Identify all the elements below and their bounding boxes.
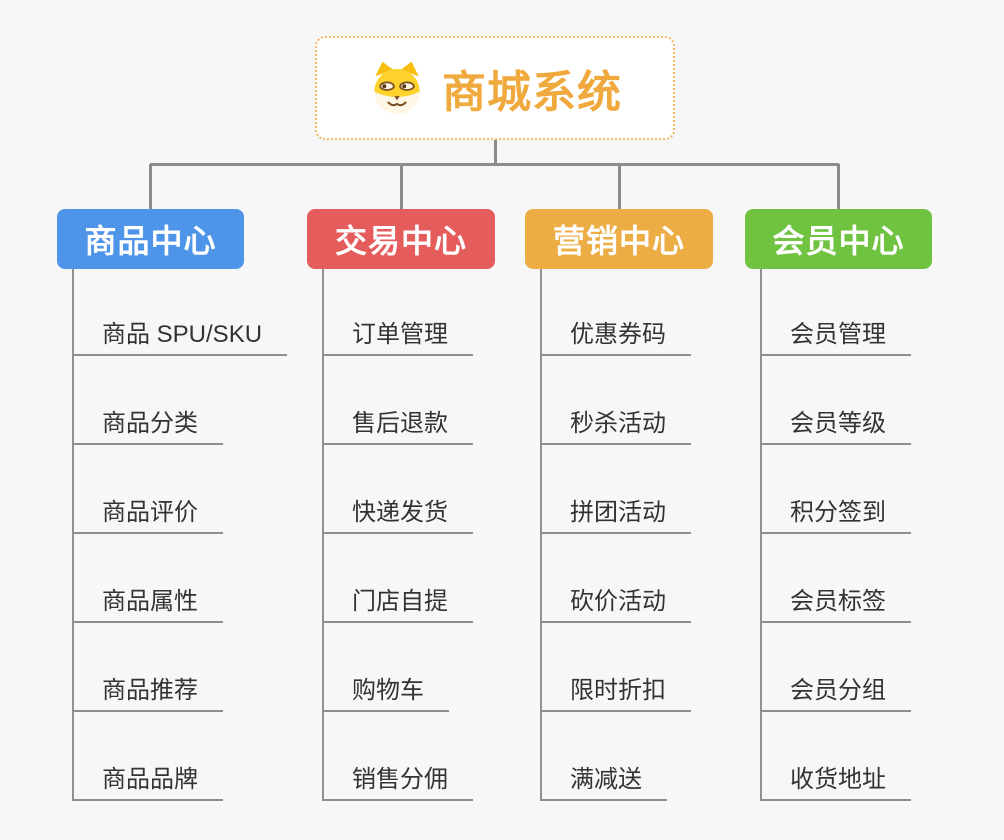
child-topic-label: 售后退款 [352, 410, 448, 437]
dog-face-icon [368, 59, 426, 117]
child-topic-label: 收货地址 [790, 766, 886, 793]
child-topic-label: 商品品牌 [102, 766, 198, 793]
child-topic-label: 会员管理 [790, 321, 886, 348]
child-topic-label: 订单管理 [352, 321, 448, 348]
child-topic[interactable]: 积分签到 [760, 488, 911, 534]
child-topic-label: 优惠券码 [570, 321, 666, 348]
child-topic[interactable]: 满减送 [540, 755, 667, 801]
connector-drop-product-center [149, 164, 152, 209]
child-topic[interactable]: 销售分佣 [322, 755, 473, 801]
branch-label: 商品中心 [84, 223, 217, 259]
child-topic[interactable]: 售后退款 [322, 399, 473, 445]
child-topic-label: 商品分类 [102, 410, 198, 437]
child-topic-label: 积分签到 [790, 499, 886, 526]
child-topic-label: 拼团活动 [570, 499, 666, 526]
child-topic-label: 商品 SPU/SKU [102, 321, 263, 348]
child-topic-label: 会员等级 [790, 410, 886, 437]
child-topic[interactable]: 商品属性 [72, 577, 223, 623]
child-topic-label: 砍价活动 [570, 588, 666, 615]
child-topic-label: 商品属性 [102, 588, 198, 615]
child-topic[interactable]: 订单管理 [322, 310, 473, 356]
connector-drop-marketing-center [617, 164, 621, 209]
branch-node-marketing-center[interactable]: 营销中心 [525, 209, 713, 269]
branch-node-trade-center[interactable]: 交易中心 [307, 209, 495, 269]
child-topic[interactable]: 砍价活动 [540, 577, 691, 623]
child-topic[interactable]: 收货地址 [760, 755, 911, 801]
child-topic-label: 会员分组 [790, 677, 886, 704]
child-topic[interactable]: 门店自提 [322, 577, 473, 623]
root-title: 商城系统 [442, 68, 622, 117]
child-topic[interactable]: 会员管理 [760, 310, 911, 356]
root-node[interactable]: 商城系统 [315, 36, 675, 140]
child-topic[interactable]: 商品 SPU/SKU [72, 310, 288, 356]
branch-child-connector-product-center [72, 269, 74, 801]
child-topic-label: 销售分佣 [352, 766, 448, 793]
child-topic[interactable]: 限时折扣 [540, 666, 691, 712]
branch-node-product-center[interactable]: 商品中心 [57, 209, 244, 269]
child-topic[interactable]: 快递发货 [322, 488, 473, 534]
child-topic[interactable]: 商品评价 [72, 488, 223, 534]
child-topic-label: 快递发货 [352, 499, 448, 526]
child-topic[interactable]: 秒杀活动 [540, 399, 691, 445]
child-topic[interactable]: 优惠券码 [540, 310, 691, 356]
child-topic[interactable]: 购物车 [322, 666, 449, 712]
connector-root-stem [493, 140, 497, 164]
child-topic-label: 购物车 [352, 677, 424, 704]
child-topic[interactable]: 会员等级 [760, 399, 911, 445]
child-topic[interactable]: 会员标签 [760, 577, 911, 623]
child-topic-label: 商品推荐 [102, 677, 198, 704]
connector-horizontal-bar [150, 163, 839, 166]
child-topic[interactable]: 商品推荐 [72, 666, 223, 712]
child-topic-label: 门店自提 [352, 588, 448, 615]
child-topic-label: 商品评价 [102, 499, 198, 526]
child-topic[interactable]: 商品品牌 [72, 755, 223, 801]
branch-label: 会员中心 [772, 223, 905, 259]
branch-label: 营销中心 [552, 223, 685, 259]
child-topic-label: 满减送 [570, 766, 642, 793]
child-topic[interactable]: 会员分组 [760, 666, 911, 712]
branch-child-connector-member-center [760, 269, 762, 801]
branch-node-member-center[interactable]: 会员中心 [745, 209, 932, 269]
branch-child-connector-trade-center [322, 269, 324, 801]
connector-drop-trade-center [399, 164, 403, 209]
child-topic-label: 秒杀活动 [570, 410, 666, 437]
child-topic-label: 会员标签 [790, 588, 886, 615]
branch-child-connector-marketing-center [540, 269, 542, 801]
branch-label: 交易中心 [334, 223, 467, 259]
connector-drop-member-center [837, 164, 840, 209]
child-topic-label: 限时折扣 [570, 677, 666, 704]
child-topic[interactable]: 商品分类 [72, 399, 223, 445]
child-topic[interactable]: 拼团活动 [540, 488, 691, 534]
